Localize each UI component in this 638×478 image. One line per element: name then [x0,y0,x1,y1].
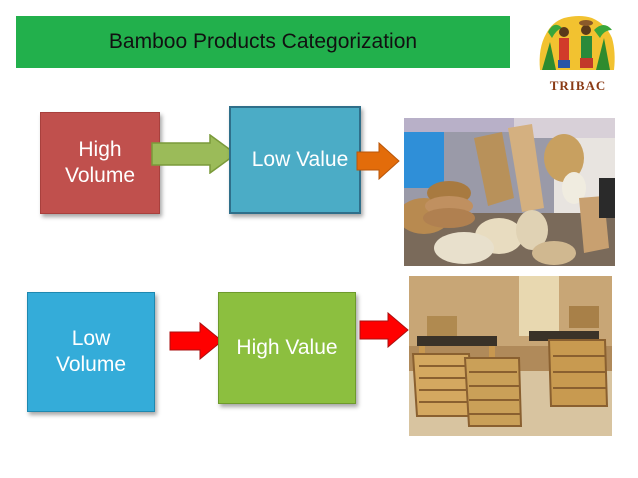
high-volume-box: High Volume [40,112,160,214]
low-value-label: Low Value [251,148,349,171]
low-volume-box: Low Volume [27,292,155,412]
arrow-right-red-icon [169,322,223,360]
title-bar: Bamboo Products Categorization [16,16,510,68]
arrow-right-red-icon-2 [359,312,409,348]
bamboo-furniture-photo [409,276,612,436]
tribac-logo: TRIBAC [534,8,622,96]
bamboo-baskets-photo [404,118,615,266]
low-volume-label: Low Volume [55,327,127,376]
low-value-box: Low Value [229,106,361,214]
bamboo-baskets-image [404,118,615,266]
arrow-right-green-icon [151,134,238,174]
slide-title: Bamboo Products Categorization [108,30,418,53]
bamboo-furniture-image [409,276,612,436]
high-value-label: High Value [236,336,338,359]
tribac-logo-graphic [539,16,615,70]
arrow-right-orange-icon [356,142,400,180]
high-value-box: High Value [218,292,356,404]
logo-text: TRIBAC [549,78,607,93]
high-volume-label: High Volume [64,138,136,187]
